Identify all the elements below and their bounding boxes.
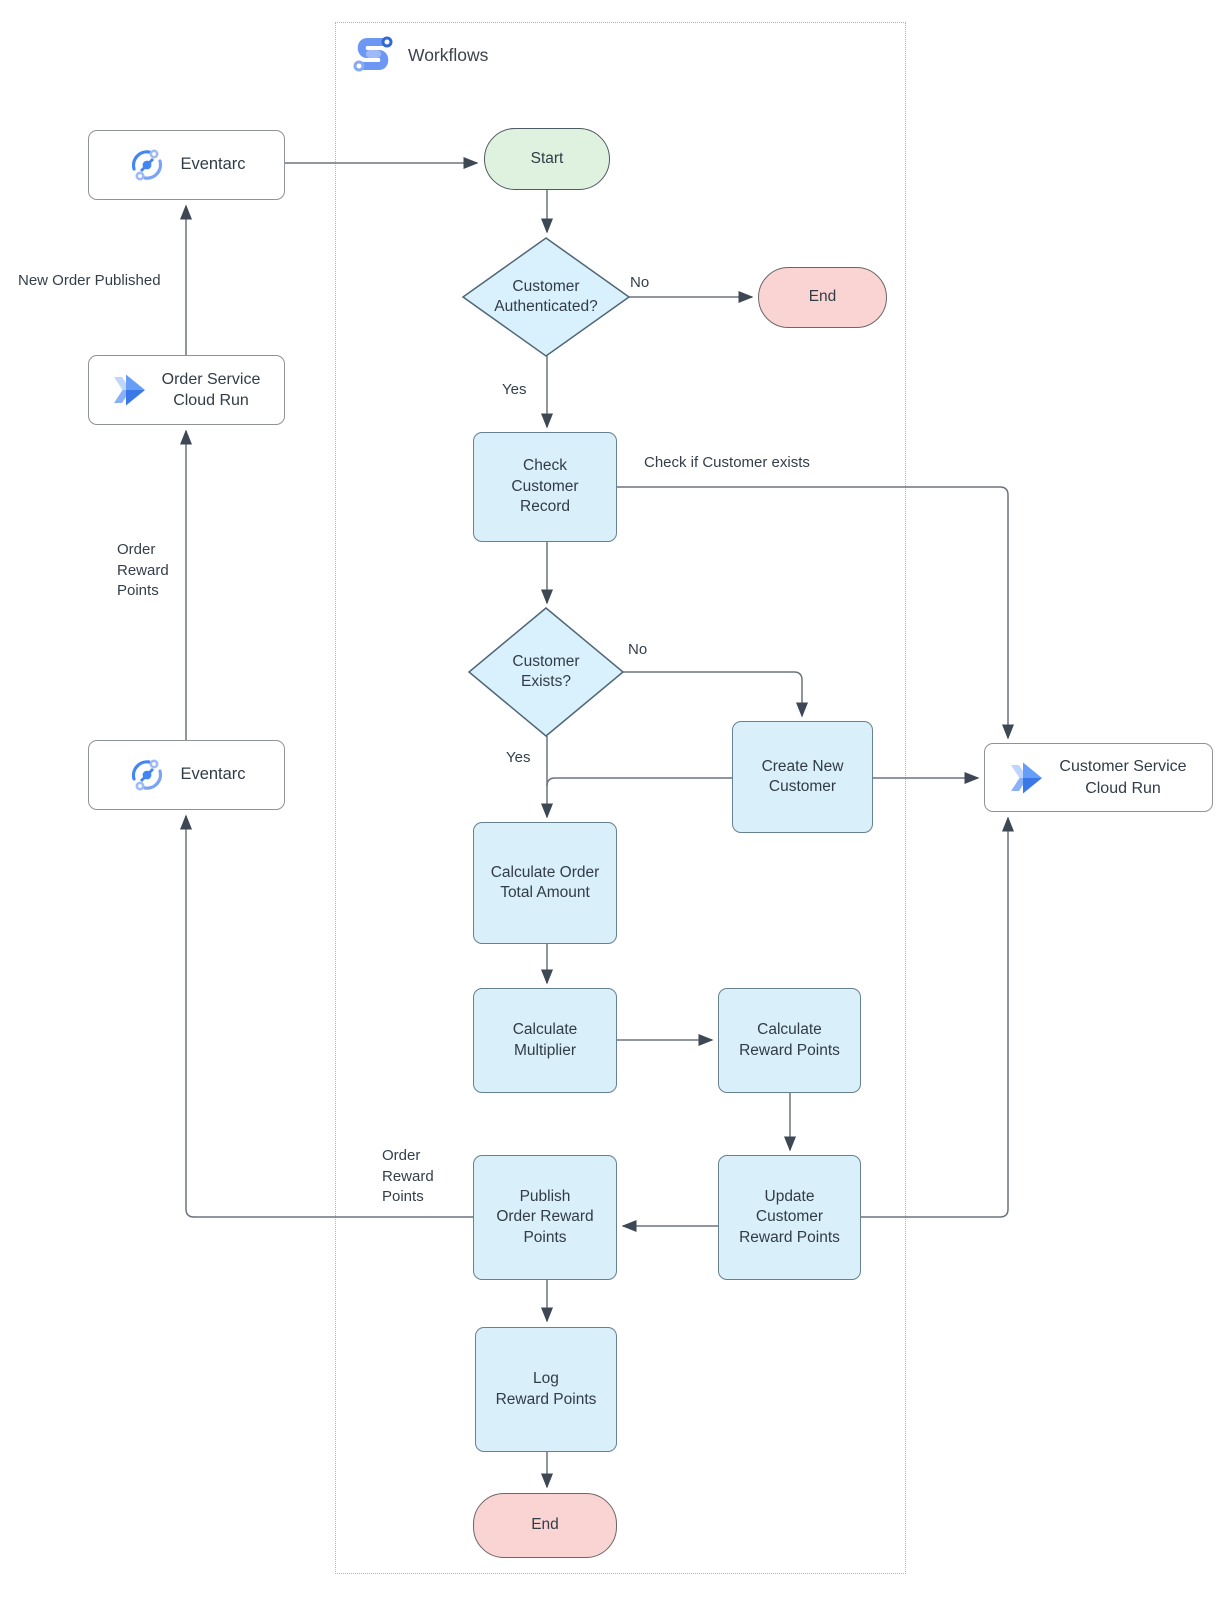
node-check-customer-record: Check Customer Record bbox=[473, 432, 617, 542]
node-customer-exists: Customer Exists? bbox=[512, 652, 580, 690]
edge-label-new-order-published: New Order Published bbox=[18, 272, 161, 289]
node-create-new-customer: Create New Customer bbox=[732, 721, 873, 833]
diamond-customer-exists bbox=[467, 607, 625, 737]
diamond-customer-authenticated bbox=[461, 237, 631, 357]
edge-label-exists-no: No bbox=[628, 641, 648, 658]
node-order-service-cloud-run: Order Service Cloud Run bbox=[88, 355, 285, 425]
node-customer-authenticated: Customer Authenticated? bbox=[494, 277, 598, 315]
node-eventarc-top: Eventarc bbox=[88, 130, 285, 200]
node-calculate-order-total: Calculate Order Total Amount bbox=[473, 822, 617, 944]
workflows-title: Workflows bbox=[408, 44, 489, 65]
node-start: Start bbox=[484, 128, 610, 190]
workflows-container-frame bbox=[335, 22, 906, 1574]
workflows-header: Workflows bbox=[350, 32, 488, 78]
node-label: Eventarc bbox=[180, 765, 246, 784]
edge-update-to-customer-service bbox=[861, 816, 1014, 1218]
edge-publish-to-eventarc bbox=[180, 814, 473, 1218]
workflows-icon bbox=[353, 36, 393, 72]
edge-check-to-customer-service bbox=[617, 486, 1014, 740]
node-end-bottom: End bbox=[473, 1493, 617, 1558]
node-label: Customer Service Cloud Run bbox=[1059, 758, 1187, 797]
node-update-customer-reward-points: Update Customer Reward Points bbox=[718, 1155, 861, 1280]
node-calculate-multiplier: Calculate Multiplier bbox=[473, 988, 617, 1093]
edge-label-authenticated-no: No bbox=[630, 274, 650, 291]
eventarc-icon bbox=[132, 759, 163, 791]
cloud-run-icon bbox=[1011, 762, 1043, 793]
node-log-reward-points: Log Reward Points bbox=[475, 1327, 617, 1452]
edge-label-authenticated-yes: Yes bbox=[502, 381, 527, 398]
node-label: Order Service Cloud Run bbox=[161, 370, 261, 409]
edge-label-check-if-customer-exists: Check if Customer exists bbox=[644, 454, 810, 471]
eventarc-icon bbox=[132, 149, 163, 181]
edge-create-merge-to-main bbox=[546, 777, 732, 787]
node-customer-service-cloud-run: Customer Service Cloud Run bbox=[984, 743, 1213, 812]
node-end-top: End bbox=[758, 267, 887, 328]
node-eventarc-bottom: Eventarc bbox=[88, 740, 285, 810]
node-calculate-reward-points: Calculate Reward Points bbox=[718, 988, 861, 1093]
cloud-run-icon bbox=[113, 374, 145, 406]
edge-label-order-reward-points-left: Order Reward Points bbox=[117, 541, 169, 600]
node-publish-order-reward-points: Publish Order Reward Points bbox=[473, 1155, 617, 1280]
edge-label-exists-yes: Yes bbox=[506, 749, 531, 766]
node-label: Eventarc bbox=[180, 155, 246, 174]
edge-label-order-reward-points-publish: Order Reward Points bbox=[382, 1147, 434, 1206]
edge-exists-no-to-create bbox=[623, 671, 808, 718]
